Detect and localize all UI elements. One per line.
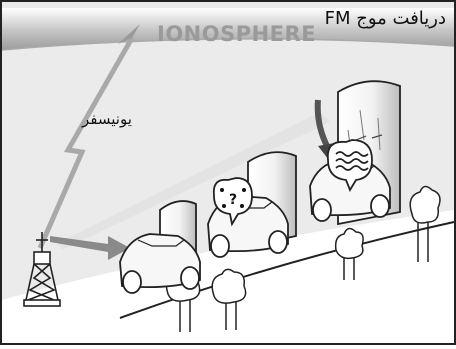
bubble-symbol: ? [229, 192, 237, 208]
ionosphere-label-persian: یونیسفر [82, 110, 132, 128]
car-icon [120, 234, 200, 293]
ionosphere-label: IONOSPHERE [157, 22, 316, 46]
page-title: دریافت موج FM [325, 8, 446, 29]
